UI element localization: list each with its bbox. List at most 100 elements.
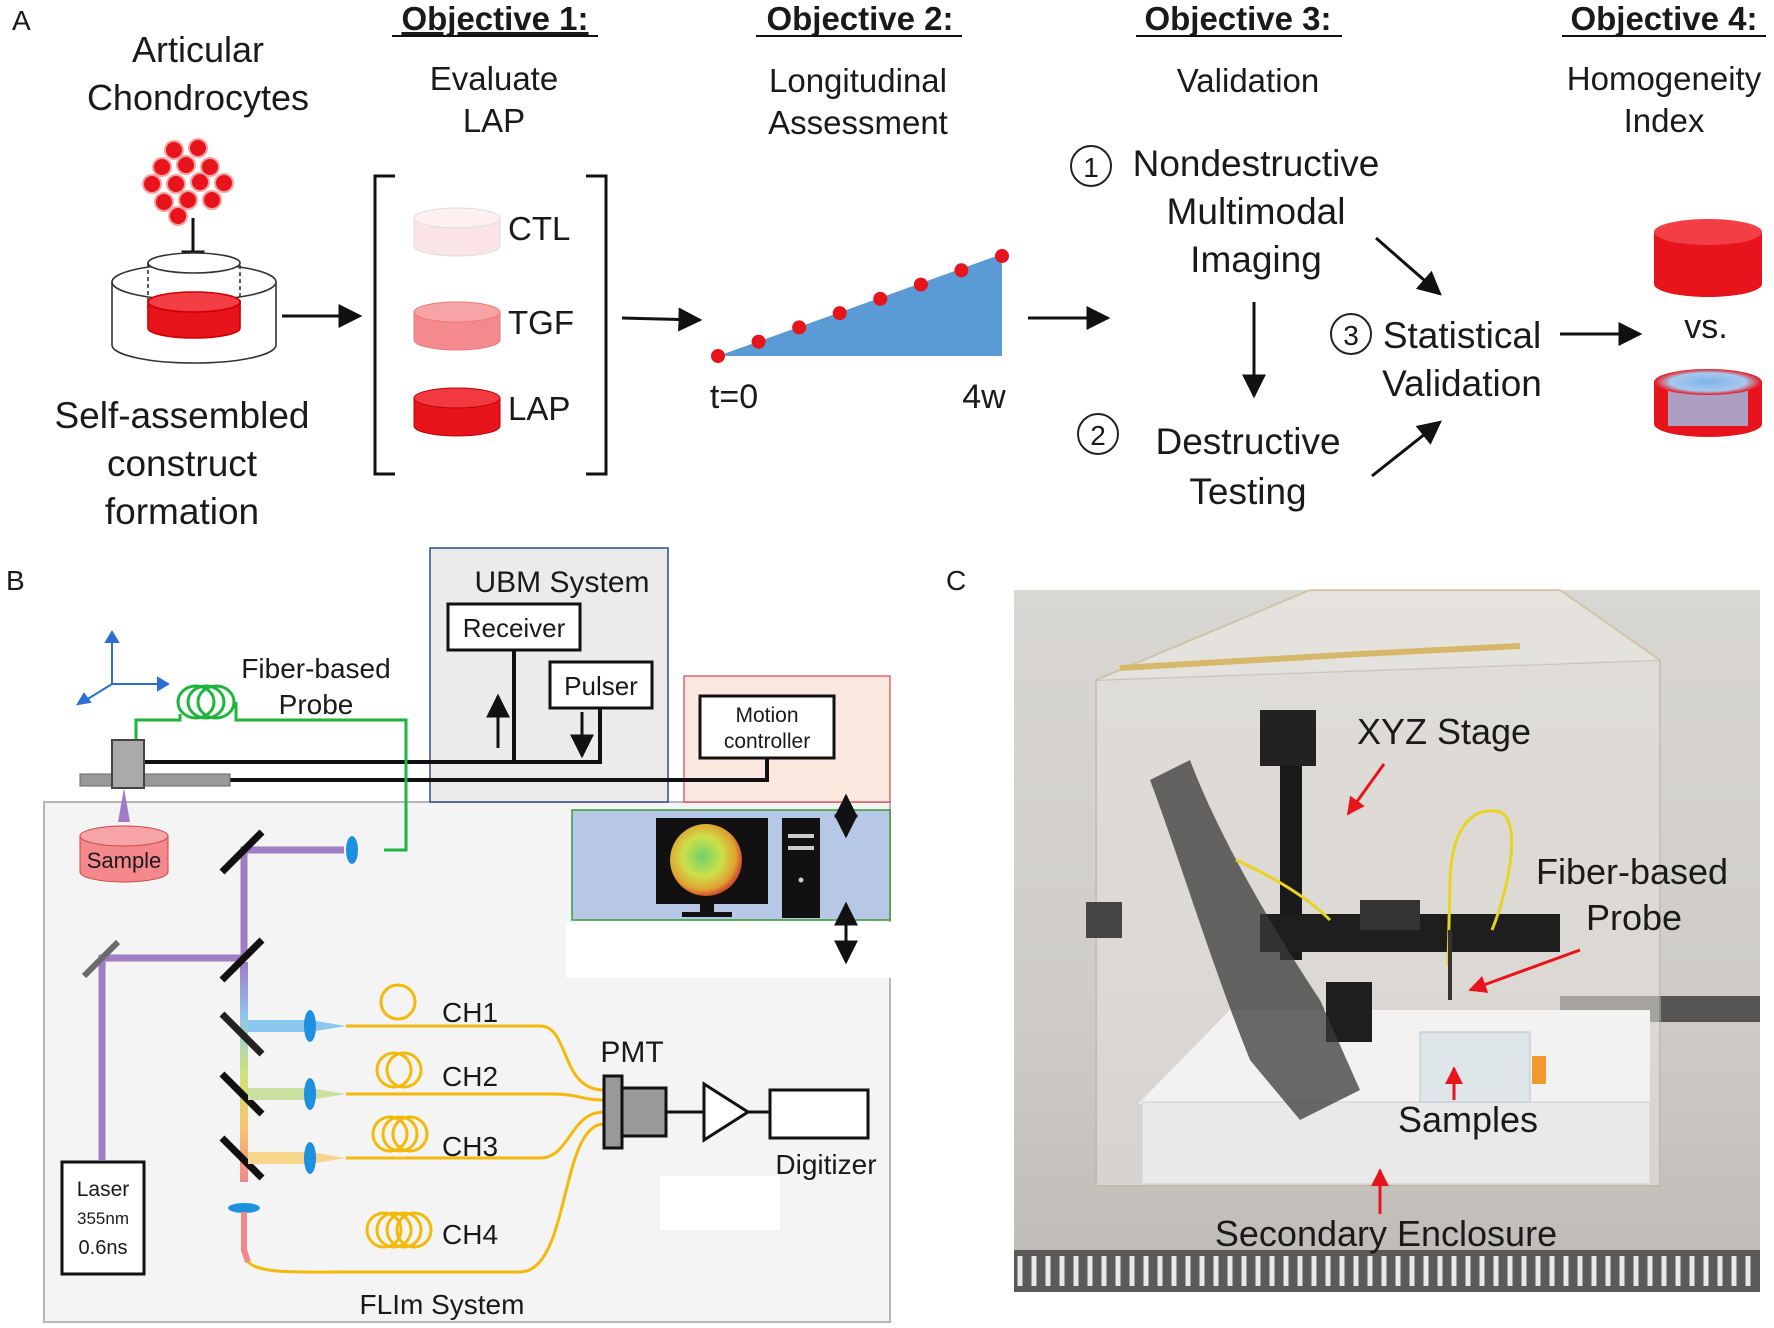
obj2-heading: Objective 2: — [766, 0, 953, 37]
laser-pulse: 0.6ns — [79, 1237, 128, 1259]
lap-disc-icon — [413, 387, 501, 437]
pulser-label: Pulser — [564, 671, 638, 701]
panel-b: B UBM System Receiver Pulser Motion cont… — [6, 547, 892, 1323]
step3-line2: Validation — [1382, 363, 1542, 404]
receiver-label: Receiver — [463, 613, 566, 643]
step1-line2: Multimodal — [1167, 191, 1346, 232]
stage-rail — [79, 773, 231, 787]
vs-label: vs. — [1684, 308, 1727, 346]
laser-wavelength: 355nm — [77, 1209, 129, 1228]
panel-c-label: C — [946, 565, 966, 596]
amplifier-icon — [702, 1081, 751, 1143]
laser-box — [60, 1160, 146, 1276]
timepoint-dots — [711, 249, 1009, 363]
culture-well-icon — [111, 252, 277, 364]
timepoint-dot — [751, 334, 766, 349]
cells-title-line2: Chondrocytes — [87, 77, 309, 118]
digitizer-box — [768, 1088, 870, 1140]
panel-c: C — [946, 565, 1760, 1292]
step1-line1: Nondestructive — [1133, 143, 1380, 184]
timepoint-dot — [995, 249, 1009, 263]
ctl-disc-icon — [413, 207, 501, 257]
stage-carriage — [111, 739, 145, 789]
dichroic-mirrors — [219, 829, 265, 1181]
group-lap-label: LAP — [508, 390, 570, 427]
step2-number: 2 — [1090, 420, 1106, 451]
obj4-heading: Objective 4: — [1570, 0, 1757, 37]
step1-number: 1 — [1083, 152, 1099, 183]
ch2-label: CH2 — [442, 1061, 498, 1092]
laser-label: Laser — [77, 1178, 130, 1201]
timepoint-dot — [873, 291, 888, 306]
probe-label-line1: Fiber-based — [241, 653, 390, 684]
fiber-coil-icon — [176, 684, 236, 720]
probe-label-line2: Probe — [279, 689, 354, 720]
group-tgf-label: TGF — [508, 304, 574, 341]
step1-number-circle — [1070, 145, 1112, 187]
step3-number: 3 — [1343, 320, 1359, 351]
label-gap — [660, 1176, 780, 1230]
signal-wires — [144, 650, 769, 782]
computer-gap — [566, 922, 892, 978]
motion-controller-box — [698, 694, 836, 760]
collimator-lenses — [228, 836, 358, 1213]
pmt-label: PMT — [600, 1036, 663, 1069]
pulser-box — [548, 660, 654, 710]
panel-a-label: A — [12, 5, 31, 36]
t-start-label: t=0 — [710, 378, 758, 416]
obj1-sub-line2: LAP — [463, 102, 525, 139]
bracket-right — [586, 174, 608, 476]
ch4-label: CH4 — [442, 1219, 498, 1250]
obj4-sub-line1: Homogeneity — [1567, 60, 1762, 97]
timepoint-dot — [913, 277, 928, 292]
obj3-sub: Validation — [1177, 62, 1320, 99]
t-end-label: 4w — [962, 378, 1006, 416]
probe-beam — [118, 788, 130, 822]
probe-photo-label-line1: Fiber-based — [1536, 851, 1728, 892]
emission-beam — [240, 962, 248, 1182]
fiber-green — [134, 702, 408, 852]
motion-controller-line2: controller — [724, 730, 810, 753]
step3-number-circle — [1330, 313, 1372, 355]
homogeneous-disc-icon — [1654, 219, 1762, 297]
pmt-icon — [602, 1074, 668, 1150]
obj2-sub-line1: Longitudinal — [769, 62, 947, 99]
digitizer-label: Digitizer — [775, 1149, 876, 1180]
heterogeneous-disc-icon — [1654, 369, 1762, 437]
obj2-sub-line2: Assessment — [768, 104, 948, 141]
sample-icon — [79, 825, 169, 883]
bracket-left — [373, 174, 395, 476]
step2-line1: Destructive — [1155, 421, 1340, 462]
obj3-heading: Objective 3: — [1144, 0, 1331, 37]
xyz-stage-label: XYZ Stage — [1357, 711, 1531, 752]
motion-controller-line1: Motion — [735, 704, 798, 727]
step1-line3: Imaging — [1190, 239, 1322, 280]
obj1-heading: Objective 1: — [401, 0, 588, 37]
tgf-disc-icon — [413, 301, 501, 351]
ch1-label: CH1 — [442, 997, 498, 1028]
obj1-sub-line1: Evaluate — [430, 60, 558, 97]
construct-caption-line3: formation — [105, 491, 259, 532]
step3-line1: Statistical — [1383, 315, 1541, 356]
enclosure-label: Secondary Enclosure — [1215, 1213, 1557, 1254]
longitudinal-wedge — [718, 254, 1002, 356]
timepoint-dot — [711, 349, 725, 363]
flim-title: FLIm System — [360, 1289, 525, 1320]
panel-a: A Articular Chondrocytes Self-assembled … — [12, 0, 1766, 532]
construct-caption-line1: Self-assembled — [54, 395, 309, 436]
laser-mirror — [81, 939, 121, 979]
probe-photo-label-line2: Probe — [1586, 897, 1682, 938]
timepoint-dot — [954, 263, 969, 278]
computer-icon — [656, 818, 820, 918]
sample-label: Sample — [87, 848, 162, 873]
step2-number-circle — [1077, 413, 1119, 455]
samples-label: Samples — [1398, 1099, 1538, 1140]
obj4-sub-line2: Index — [1624, 102, 1705, 139]
setup-photo — [1014, 589, 1760, 1292]
ubm-title: UBM System — [474, 566, 649, 599]
timepoint-dot — [792, 320, 807, 335]
group-ctl-label: CTL — [508, 210, 570, 247]
panel-b-label: B — [6, 565, 25, 596]
chondrocyte-cells-icon — [142, 138, 234, 226]
